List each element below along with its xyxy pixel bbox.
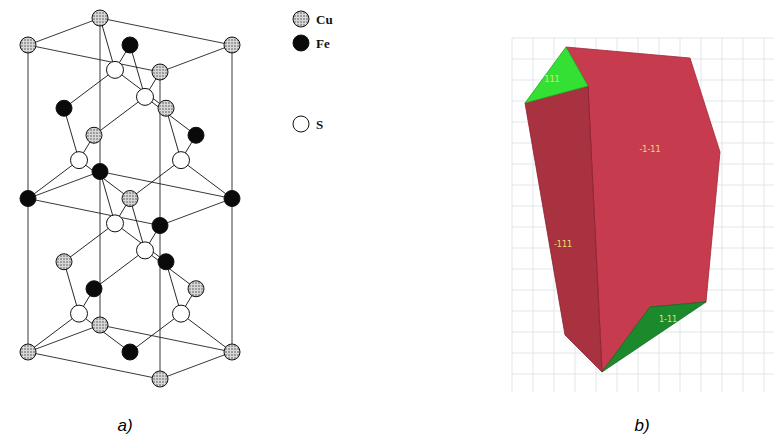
bond-line: [145, 97, 196, 135]
bond-line: [79, 160, 130, 198]
copper-atom: [188, 281, 204, 297]
cell-edge: [100, 18, 232, 45]
crystal-face: [525, 86, 602, 372]
crystal-morphology: [525, 47, 720, 372]
face-index: -111: [554, 241, 572, 249]
unit-cell: [20, 10, 240, 387]
sulfur-legend-symbol: [293, 116, 309, 132]
background-grid: [512, 38, 774, 392]
copper-atom: [122, 191, 138, 207]
crystal-face: [602, 302, 706, 372]
crystal-face: [525, 47, 588, 103]
bond-line: [181, 160, 232, 198]
cell-edge: [28, 18, 100, 45]
iron-atom: [20, 191, 36, 207]
sulfur-atom: [107, 215, 124, 232]
cell-edge: [100, 172, 232, 199]
bond-line: [79, 314, 130, 352]
face-index: 111: [544, 76, 559, 84]
copper-atom: [152, 371, 168, 387]
bond-line: [64, 70, 115, 108]
copper-atom: [20, 344, 36, 360]
cell-edge: [160, 199, 232, 226]
sulfur-atom: [137, 242, 154, 259]
sulfur-atom: [107, 61, 124, 78]
legend-text: Cu: [316, 13, 333, 26]
bond-line: [64, 223, 115, 261]
iron-atom: [188, 127, 204, 143]
copper-atom: [92, 10, 108, 26]
sulfur-atom: [71, 305, 88, 322]
sulfur-atom: [173, 152, 190, 169]
iron-atom: [86, 281, 102, 297]
iron-atom: [92, 164, 108, 180]
bond-line: [28, 314, 79, 352]
cell-edge: [28, 45, 160, 72]
iron-legend-symbol: [293, 35, 309, 51]
copper-atom: [224, 344, 240, 360]
panel-label: b): [634, 417, 649, 434]
copper-atom: [86, 127, 102, 143]
legend-text: S: [316, 118, 323, 131]
grid-line: [722, 38, 723, 392]
copper-atom: [20, 37, 36, 53]
sulfur-atom: [71, 152, 88, 169]
grid-line: [512, 353, 774, 354]
copper-legend-symbol: [293, 11, 309, 27]
bond-line: [28, 160, 79, 198]
copper-atom: [152, 64, 168, 80]
iron-atom: [122, 344, 138, 360]
face-index: -1-11: [639, 146, 660, 154]
grid-line: [743, 38, 744, 392]
sulfur-atom: [137, 88, 154, 105]
copper-atom: [158, 100, 174, 116]
cell-edge: [100, 325, 232, 352]
grid-line: [512, 38, 774, 39]
bond-line: [94, 250, 145, 288]
cell-edge: [28, 199, 160, 226]
grid-line: [764, 38, 765, 392]
copper-atom: [92, 317, 108, 333]
iron-atom: [224, 191, 240, 207]
sulfur-atom: [173, 305, 190, 322]
copper-atom: [224, 37, 240, 53]
cell-edge: [28, 352, 160, 379]
iron-atom: [152, 218, 168, 234]
iron-atom: [158, 254, 174, 270]
bond-line: [94, 97, 145, 135]
cell-edge: [28, 172, 100, 199]
bond-line: [130, 160, 181, 198]
legend-text: Fe: [316, 37, 330, 50]
bond-line: [130, 314, 181, 352]
bond-line: [181, 314, 232, 352]
grid-line: [512, 38, 513, 392]
face-index: 1-11: [659, 316, 677, 324]
legend-marks: [293, 11, 309, 132]
iron-atom: [122, 37, 138, 53]
bond-line: [145, 250, 196, 288]
iron-atom: [56, 100, 72, 116]
panel-label: a): [117, 417, 132, 434]
copper-atom: [56, 254, 72, 270]
cell-edge: [28, 325, 100, 352]
cell-edge: [160, 352, 232, 379]
grid-line: [512, 374, 774, 375]
cell-edge: [160, 45, 232, 72]
